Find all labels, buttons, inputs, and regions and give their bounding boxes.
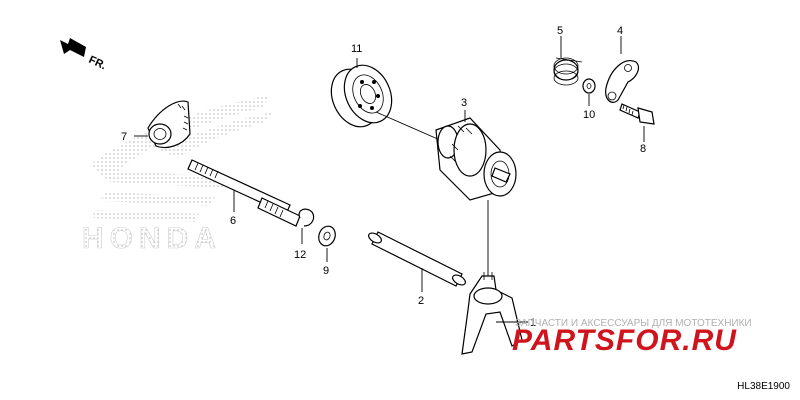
part-6-gearshift-spindle xyxy=(187,159,301,227)
callout-7: 7 xyxy=(121,131,127,143)
callout-8: 8 xyxy=(640,143,646,155)
callout-2: 2 xyxy=(418,295,424,307)
callout-5: 5 xyxy=(557,25,563,37)
callout-9: 9 xyxy=(323,265,329,277)
callout-11: 11 xyxy=(351,43,362,55)
part-11-bearing xyxy=(330,64,393,128)
callout-6: 6 xyxy=(230,215,236,227)
callout-10: 10 xyxy=(583,109,595,121)
direction-label: FR. xyxy=(87,54,108,72)
part-5-return-spring xyxy=(553,57,583,86)
part-1-shift-fork xyxy=(461,272,523,355)
part-10-collar xyxy=(582,78,596,94)
honda-wing-watermark xyxy=(90,95,275,222)
store-caption: ЗАПЧАСТИ И АКСЕССУАРЫ ДЛЯ МОТОТЕХНИКИ xyxy=(515,318,752,329)
part-4-stopper-arm xyxy=(605,60,640,103)
honda-watermark-text: HONDA xyxy=(82,222,222,255)
diagram-code: HL38E1900 xyxy=(737,381,790,392)
callout-3: 3 xyxy=(461,97,467,109)
callout-4: 4 xyxy=(617,25,623,37)
store-logo: PARTSFOR.RU xyxy=(512,324,737,357)
part-12-circlip xyxy=(298,208,315,227)
part-9-washer xyxy=(318,225,336,247)
part-8-bolt xyxy=(619,103,655,125)
part-2-fork-shaft xyxy=(368,231,466,287)
part-3-gearshift-drum xyxy=(435,117,517,201)
callout-1: 1 xyxy=(530,317,536,329)
part-7-shift-arm xyxy=(147,100,191,149)
callout-12: 12 xyxy=(294,249,306,261)
front-direction-arrow-icon xyxy=(60,38,86,57)
